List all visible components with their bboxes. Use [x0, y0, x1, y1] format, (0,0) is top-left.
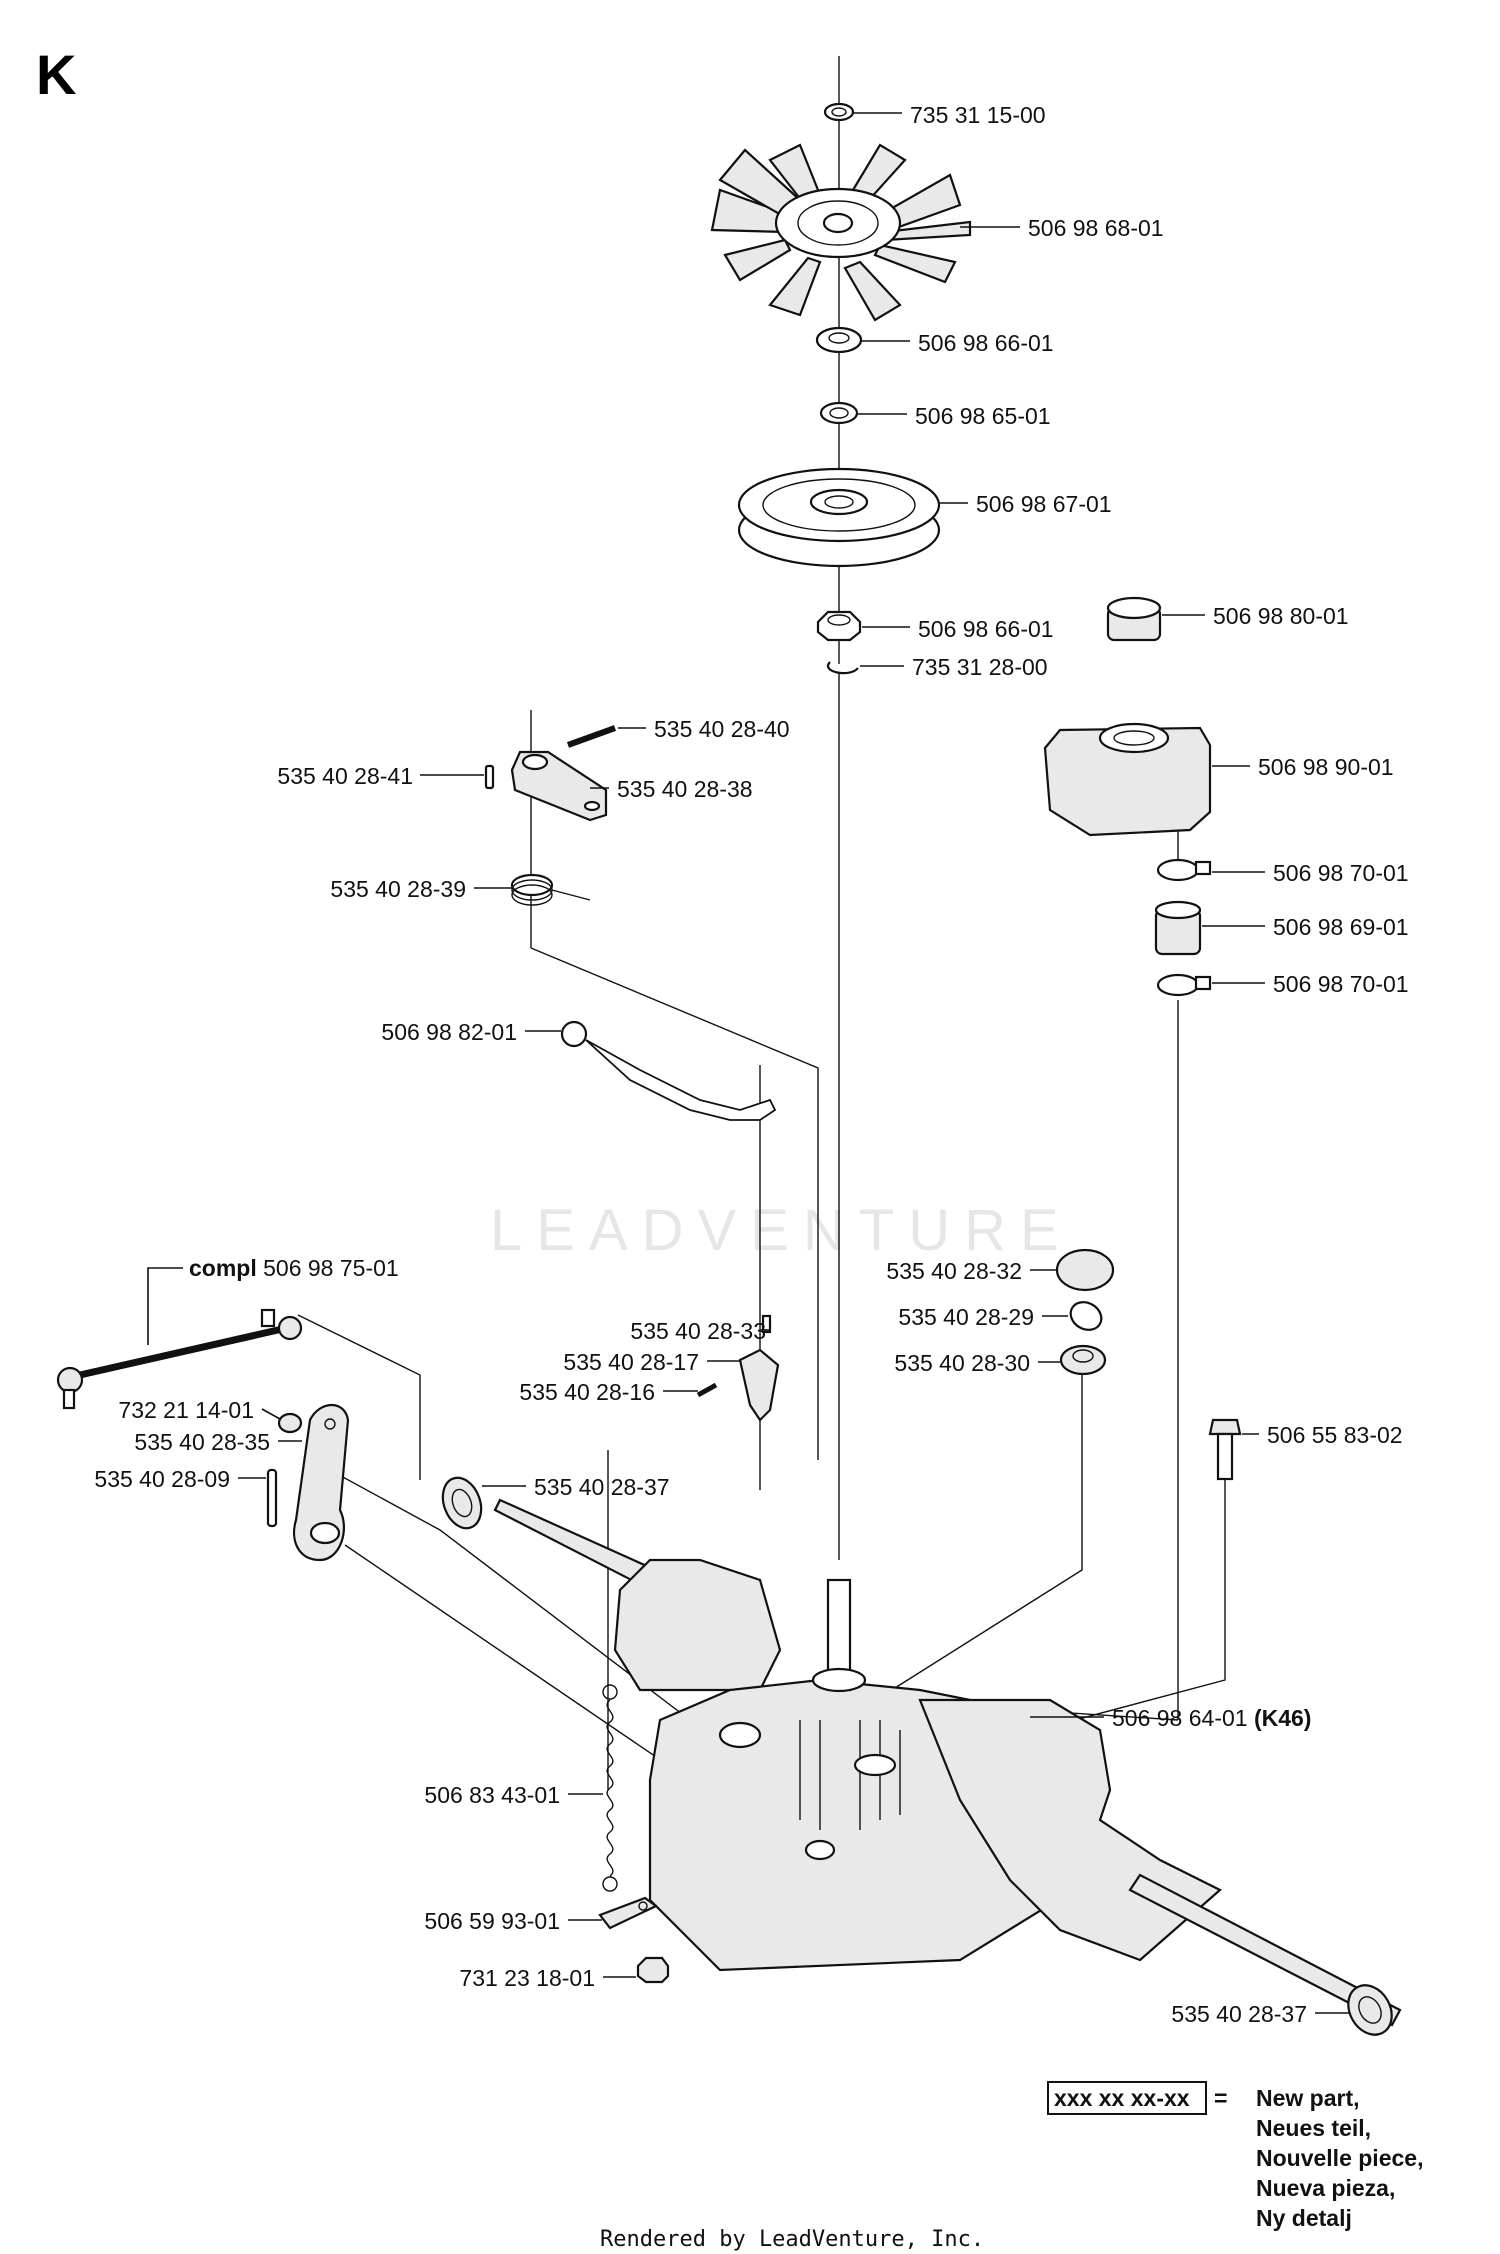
part-label-p23: 535 40 28-30: [894, 1350, 1030, 1376]
washer-part-upper: [815, 326, 863, 354]
leader-line-p18: [147, 1267, 183, 1345]
part-label-p05: 506 98 67-01: [976, 491, 1112, 517]
part-label-p29: 535 40 28-37: [534, 1474, 670, 1500]
part-label-p08: 506 98 80-01: [1213, 603, 1349, 629]
pin-part-short: [484, 764, 495, 790]
legend-sample-box: [1047, 2081, 1207, 2115]
o-ring-part: [1069, 1301, 1103, 1331]
footer-credit: Rendered by LeadVenture, Inc.: [600, 2227, 984, 2252]
part-label-p34: 535 40 28-37: [1171, 2001, 1307, 2027]
part-label-p18: compl 506 98 75-01: [189, 1255, 399, 1281]
part-label-p09: 535 40 28-40: [654, 716, 790, 742]
part-label-p07: 735 31 28-00: [912, 654, 1048, 680]
legend: xxx xx xx-xx = New part, Neues teil, Nou…: [1047, 2081, 1423, 2231]
lever-arm-part: [292, 1404, 350, 1562]
reservoir-tank-part: [1043, 722, 1212, 837]
hose-part: [1154, 900, 1202, 956]
part-label-p31: 506 83 43-01: [424, 1782, 560, 1808]
cap-plug-part: [1055, 1248, 1115, 1292]
legend-line-2: Neues teil,: [1256, 2115, 1371, 2141]
part-label-p19: 535 40 28-32: [886, 1258, 1022, 1284]
part-label-p02: 506 98 68-01: [1028, 215, 1164, 241]
part-label-p06: 506 98 66-01: [918, 616, 1054, 642]
reservoir-cap-part: [1106, 596, 1162, 642]
part-label-p30-number: 506 98 64-01: [1112, 1705, 1254, 1731]
hose-clamp-part-lower: [1156, 973, 1212, 997]
part-label-p04: 506 98 65-01: [915, 403, 1051, 429]
part-label-p24: 535 40 28-16: [519, 1379, 655, 1405]
transaxle-part: [493, 1498, 1402, 2027]
part-labels: 735 31 15-00 506 98 68-01 506 98 66-01 506 …: [94, 102, 1408, 2027]
part-label-p14: 506 98 70-01: [1273, 860, 1409, 886]
shaft-seal-part-left: [441, 1476, 483, 1530]
assembly-guide-lines: [297, 56, 1226, 1790]
bushing-part: [1059, 1344, 1107, 1376]
legend-line-3: Nouvelle piece,: [1256, 2145, 1423, 2171]
part-label-p32: 506 59 93-01: [424, 1908, 560, 1934]
section-letter: K: [36, 43, 76, 106]
hex-nut-part-bottom: [636, 1956, 670, 1984]
hose-clamp-part-upper: [1156, 858, 1212, 882]
part-label-p22: 535 40 28-17: [563, 1349, 699, 1375]
legend-equals: =: [1214, 2085, 1227, 2111]
part-label-p18-prefix: compl: [189, 1255, 263, 1281]
washer-part-thin: [819, 401, 859, 425]
control-rod-part: [56, 1308, 303, 1410]
part-label-p21: 535 40 28-33: [630, 1318, 766, 1344]
part-label-p27: 506 55 83-02: [1267, 1422, 1403, 1448]
part-label-p16: 506 98 70-01: [1273, 971, 1409, 997]
spring-pin-part: [696, 1382, 718, 1398]
bypass-arm-part: [738, 1348, 780, 1422]
legend-line-5: Ny detalj: [1256, 2205, 1352, 2231]
watermark: LEADVENTURE: [490, 1198, 1073, 1263]
pulley-part: [737, 467, 941, 568]
torsion-spring-part: [510, 873, 591, 906]
shaft-seal-part-right: [1347, 1984, 1393, 2036]
circlip-part: [826, 661, 859, 675]
roll-pin-part: [266, 1468, 278, 1528]
cooling-fan-part: [710, 143, 972, 322]
tension-spring-part: [602, 1684, 618, 1892]
part-label-p28: 535 40 28-09: [94, 1466, 230, 1492]
part-label-p33: 731 23 18-01: [459, 1965, 595, 1991]
leader-line-p25: [261, 1408, 281, 1420]
part-label-p01: 735 31 15-00: [910, 102, 1046, 128]
bypass-rod-part: [560, 1020, 777, 1121]
part-label-p18-number: 506 98 75-01: [263, 1255, 399, 1281]
legend-line-4: Nueva pieza,: [1256, 2175, 1395, 2201]
lever-plate-part: [510, 750, 608, 822]
retaining-ring-part: [823, 102, 855, 122]
part-label-p03: 506 98 66-01: [918, 330, 1054, 356]
part-label-p15: 506 98 69-01: [1273, 914, 1409, 940]
part-label-p17: 506 98 82-01: [381, 1019, 517, 1045]
part-label-p12: 506 98 90-01: [1258, 754, 1394, 780]
part-label-p10: 535 40 28-41: [277, 763, 413, 789]
legend-line-1: New part,: [1256, 2085, 1360, 2111]
legend-sample-text: xxx xx xx-xx: [1054, 2085, 1190, 2111]
small-pin-part: [761, 1314, 772, 1334]
lock-nut-part: [277, 1412, 303, 1434]
part-label-p30: 506 98 64-01 (K46): [1112, 1705, 1311, 1731]
part-label-p13: 535 40 28-39: [330, 876, 466, 902]
part-label-p26: 535 40 28-35: [134, 1429, 270, 1455]
pin-part-long: [566, 725, 617, 748]
part-label-p30-suffix: (K46): [1254, 1705, 1312, 1731]
bolt-part: [1208, 1418, 1242, 1481]
nut-part: [816, 610, 862, 642]
spring-bracket-part: [598, 1896, 659, 1930]
part-label-p11: 535 40 28-38: [617, 776, 753, 802]
part-label-p25: 732 21 14-01: [118, 1397, 254, 1423]
part-label-p20: 535 40 28-29: [898, 1304, 1034, 1330]
